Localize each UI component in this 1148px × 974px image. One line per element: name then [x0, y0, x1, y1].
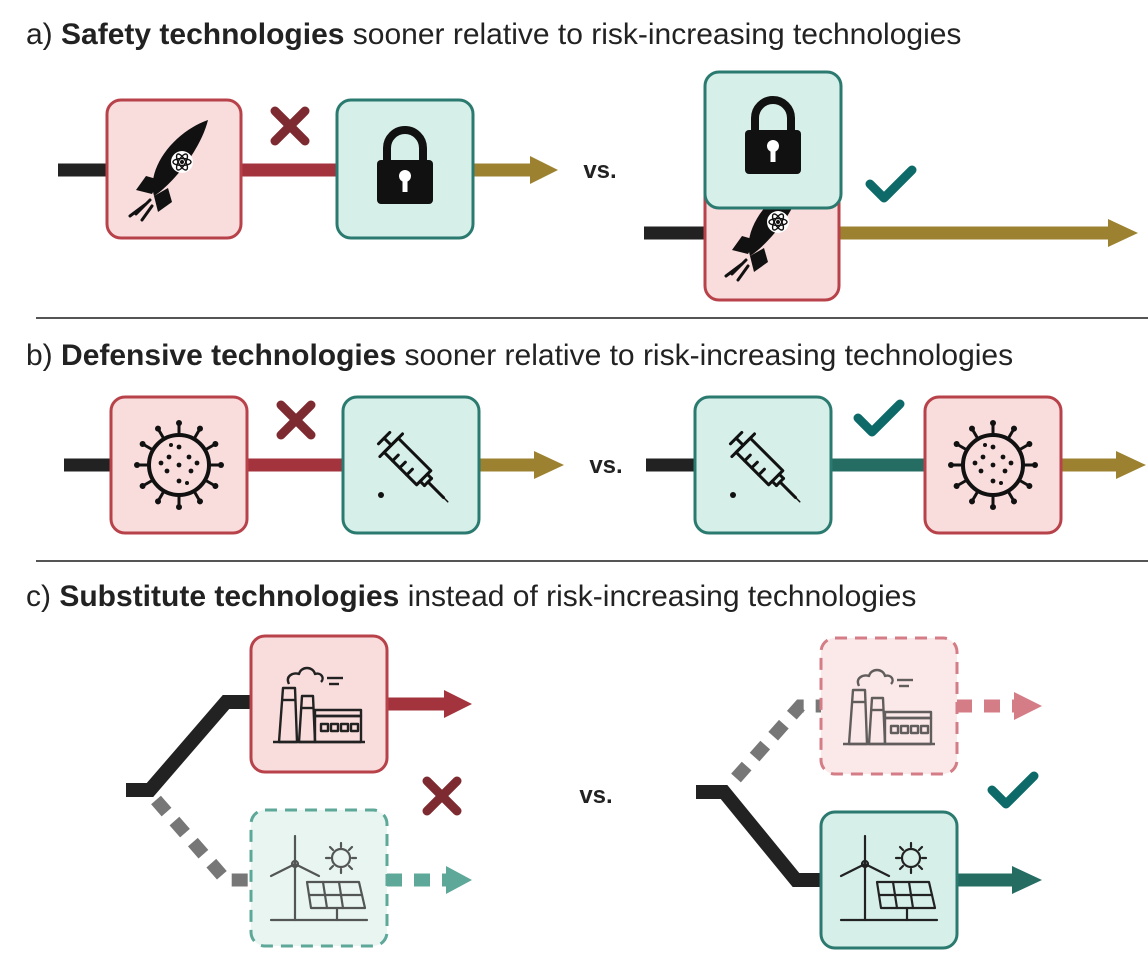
- syringe-box: [341, 395, 481, 535]
- check-icon: [992, 776, 1034, 804]
- heading-a: a) Safety technologies sooner relative t…: [26, 18, 961, 52]
- section-a-left: [58, 98, 558, 240]
- vs-label-c: vs.: [579, 782, 612, 809]
- section-b-right: [646, 395, 1146, 535]
- section-a-right: [644, 70, 1138, 302]
- path-risk-inactive: [731, 699, 822, 783]
- check-icon: [870, 170, 912, 198]
- heading-b-prefix: b): [26, 339, 53, 372]
- vs-label-b: vs.: [589, 452, 622, 479]
- arrowhead: [534, 451, 564, 479]
- arrowhead: [1108, 219, 1138, 247]
- heading-c-rest: instead of risk-increasing technologies: [399, 580, 917, 613]
- lock-box: [703, 70, 843, 210]
- heading-c-bold: Substitute technologies: [59, 580, 400, 613]
- cross-icon: [275, 111, 305, 141]
- heading-a-prefix: a): [26, 18, 53, 51]
- heading-c: c) Substitute technologies instead of ri…: [26, 580, 916, 614]
- arrowhead: [446, 866, 472, 894]
- cross-icon: [427, 781, 457, 811]
- arrowhead: [1012, 866, 1042, 894]
- vs-label-a: vs.: [583, 157, 616, 184]
- syringe-box: [693, 395, 833, 535]
- virus-box: [109, 395, 249, 535]
- arrowhead: [1116, 451, 1146, 479]
- section-c-left: [126, 634, 472, 948]
- wind-solar-box: [249, 808, 389, 948]
- heading-b-rest: sooner relative to risk-increasing techn…: [396, 339, 1014, 372]
- section-c-right: [696, 636, 1042, 950]
- cross-icon: [281, 405, 311, 435]
- arrowhead: [1014, 692, 1042, 720]
- path-substitute-inactive: [151, 795, 252, 887]
- arrowhead: [530, 156, 558, 184]
- heading-b: b) Defensive technologies sooner relativ…: [26, 339, 1013, 373]
- path-substitute-active: [696, 785, 822, 887]
- path-risk-active: [126, 695, 252, 797]
- lock-box: [335, 98, 475, 240]
- wind-solar-box: [819, 810, 959, 950]
- heading-c-prefix: c): [26, 580, 51, 613]
- section-b-left: [64, 395, 564, 535]
- heading-b-bold: Defensive technologies: [61, 339, 397, 372]
- factory-box: [249, 634, 389, 774]
- rocket-box: [105, 98, 243, 240]
- virus-box: [923, 395, 1063, 535]
- arrowhead: [444, 690, 472, 718]
- check-icon: [858, 404, 900, 432]
- heading-a-rest: sooner relative to risk-increasing techn…: [344, 18, 962, 51]
- factory-box: [819, 636, 959, 776]
- heading-a-bold: Safety technologies: [61, 18, 345, 51]
